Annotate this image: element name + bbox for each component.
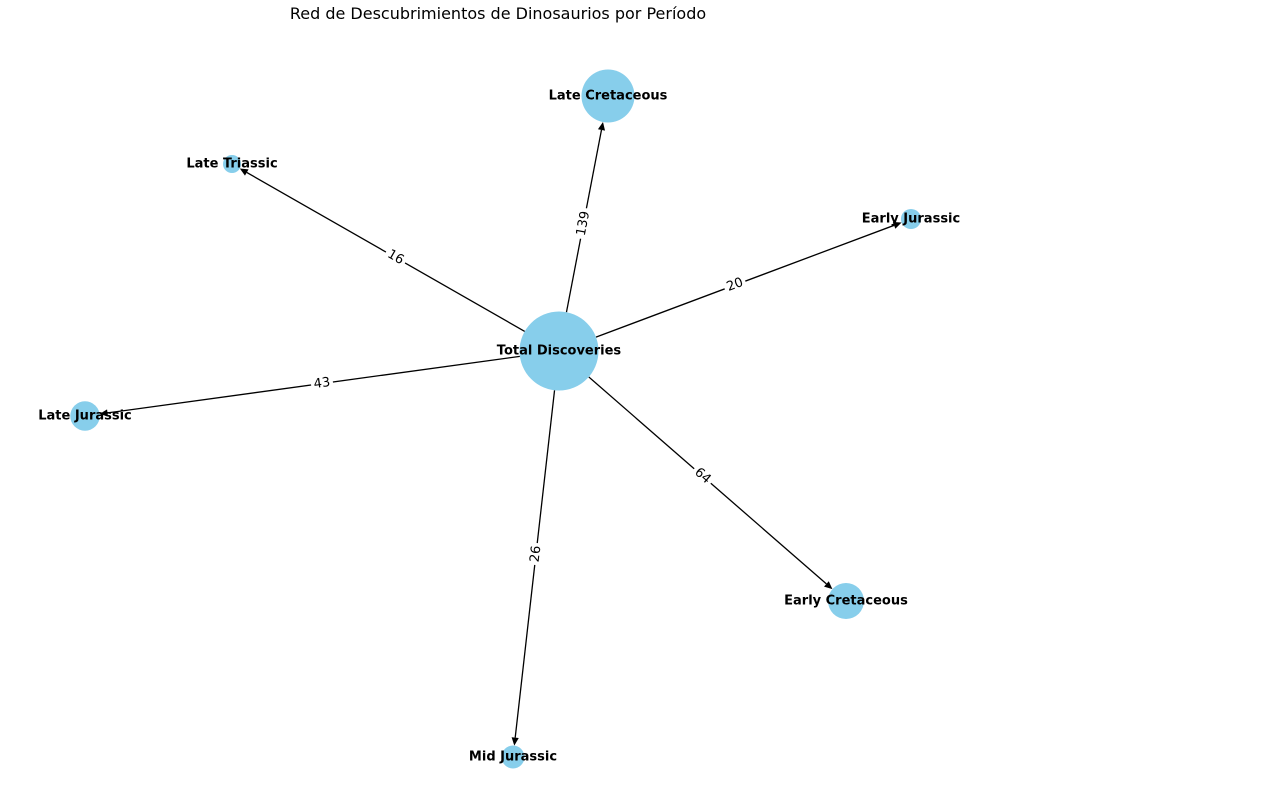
node-early-jurassic <box>900 208 922 230</box>
edge-label-text: 43 <box>313 375 331 392</box>
node-label-early-cretaceous: Early Cretaceous <box>784 594 908 609</box>
node-late-cretaceous <box>581 69 635 123</box>
edge-line <box>246 171 526 332</box>
edge-label-text: 20 <box>725 275 746 295</box>
diagram-title: Red de Descubrimientos de Dinosaurios po… <box>290 4 706 23</box>
edge-label-background <box>571 206 595 241</box>
node-mid-jurassic <box>501 745 525 769</box>
node-late-triassic <box>223 155 241 173</box>
edge-mid_jurassic <box>511 390 556 746</box>
node-label-late-triassic: Late Triassic <box>186 157 277 172</box>
node-label-late-jurassic: Late Jurassic <box>38 409 132 424</box>
edge-label-text: 139 <box>574 210 593 237</box>
edge-label-late_jurassic: 43 <box>309 373 334 393</box>
edge-early_jurassic <box>595 221 902 338</box>
nodes-layer <box>70 69 922 769</box>
node-label-mid-jurassic: Mid Jurassic <box>469 750 557 765</box>
node-label-total: Total Discoveries <box>497 344 622 359</box>
edge-late_triassic <box>239 168 526 332</box>
edge-label-background <box>381 244 410 270</box>
arrow-head-icon <box>99 409 109 417</box>
node-label-late-cretaceous: Late Cretaceous <box>549 89 668 104</box>
edge-label-text: 26 <box>528 545 545 563</box>
edge-label-early_cretaceous: 64 <box>688 461 717 490</box>
edge-label-early_jurassic: 20 <box>721 272 749 297</box>
arrow-head-icon <box>892 221 902 229</box>
edges-layer <box>99 122 902 746</box>
edge-label-late_triassic: 16 <box>381 244 410 270</box>
edge-label-background <box>309 373 334 393</box>
edge-label-background <box>525 542 546 566</box>
arrow-head-icon <box>511 737 519 746</box>
edge-label-late_cretaceous: 139 <box>571 206 595 241</box>
node-total <box>519 311 599 391</box>
edge-label-mid_jurassic: 26 <box>525 542 546 566</box>
arrow-head-icon <box>824 581 833 590</box>
arrow-head-icon <box>239 168 249 176</box>
edge-late_jurassic <box>99 355 520 417</box>
arrow-head-icon <box>597 122 606 131</box>
edge-label-background <box>721 272 749 297</box>
node-label-early-jurassic: Early Jurassic <box>862 212 960 227</box>
node-late-jurassic <box>70 401 100 431</box>
edge-label-text: 16 <box>385 247 407 268</box>
edge-label-background <box>688 461 717 490</box>
edge-labels-layer: 139 16 20 43 64 26 <box>309 206 749 566</box>
node-early-cretaceous <box>828 583 864 619</box>
